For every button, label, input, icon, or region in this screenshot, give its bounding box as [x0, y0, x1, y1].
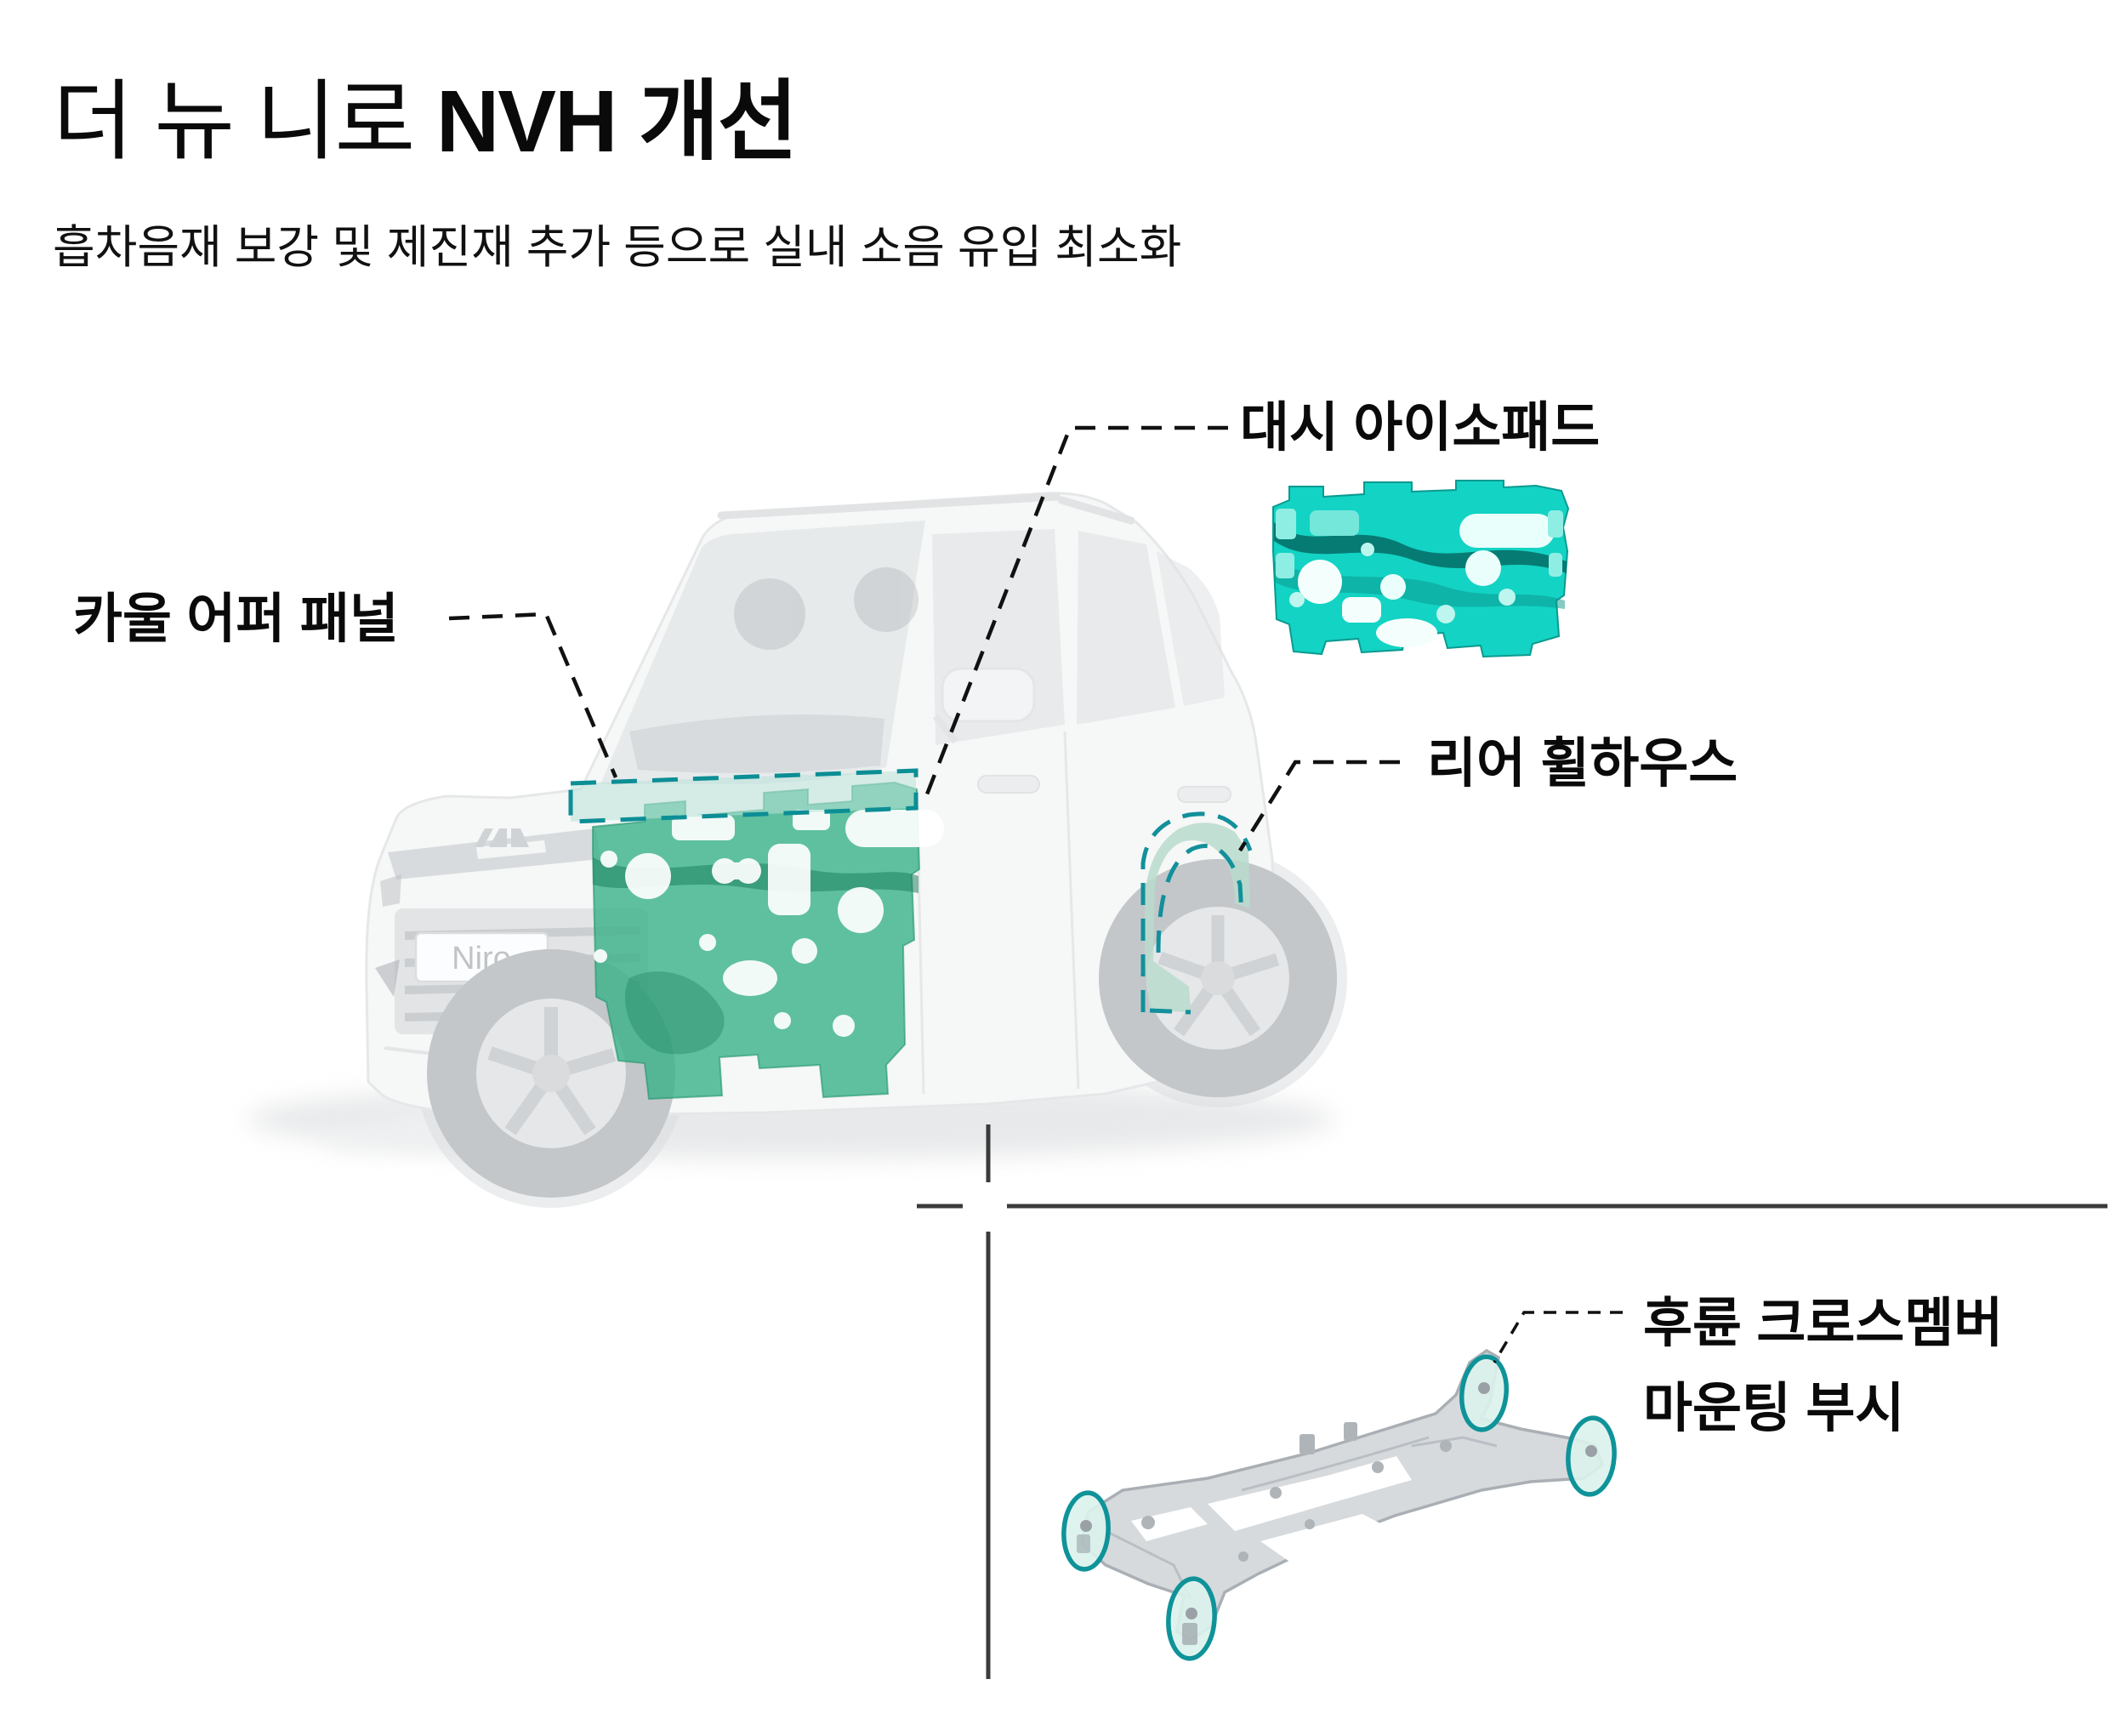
- door-handle-rear: [1177, 786, 1231, 803]
- callout-rear-crossmember: 후륜 크로스멤버 마운팅 부시: [1643, 1281, 2003, 1451]
- kia-logo: [475, 828, 529, 847]
- page-title: 더 뉴 니로 NVH 개선: [53, 71, 799, 172]
- page-subtitle: 흡차음재 보강 및 제진재 추가 등으로 실내 소음 유입 최소화: [53, 222, 1182, 273]
- page-title-model: 더 뉴 니로: [53, 72, 436, 170]
- leader-line-dash-iso-pad: [921, 425, 1228, 804]
- rear-wheel: [1099, 859, 1337, 1097]
- callout-rear-crossmember-line1: 후륜 크로스멤버: [1643, 1294, 2004, 1353]
- side-mirror: [932, 667, 1036, 744]
- quarter-window: [1157, 551, 1225, 706]
- page-title-topic: NVH 개선: [435, 72, 799, 170]
- leader-line-rear-wheelhouse: [1238, 760, 1400, 852]
- dash-panel-highlight: [592, 781, 944, 1101]
- roof-rail-rear: [1057, 496, 1135, 525]
- cowl-panel-highlight: [568, 768, 919, 824]
- rear-wheelhouse-highlight: [1140, 811, 1253, 1015]
- cabin-interior: [629, 567, 919, 773]
- door-seam-rear: [1063, 731, 1080, 1090]
- windshield: [600, 521, 925, 784]
- callout-rear-crossmember-line2: 마운팅 부시: [1643, 1379, 1905, 1438]
- rear-door-window: [1077, 531, 1175, 725]
- upper-grille-notch: [476, 840, 546, 859]
- leader-line-cowl-panel: [448, 612, 618, 778]
- dash-iso-pad-part: [1272, 480, 1570, 658]
- leader-line-crossmember: [1493, 1311, 1623, 1363]
- roof-rail: [717, 492, 1061, 520]
- callout-cowl-upper-panel: 카울 어퍼 패널: [73, 589, 399, 649]
- headlight: [380, 874, 401, 907]
- rear-crossmember-part: [1061, 1348, 1617, 1661]
- door-handle-front: [977, 775, 1040, 794]
- callout-rear-wheelhouse: 리어 휠하우스: [1427, 734, 1738, 794]
- callout-dash-iso-pad: 대시 아이소패드: [1240, 398, 1601, 458]
- fog-light: [375, 959, 400, 997]
